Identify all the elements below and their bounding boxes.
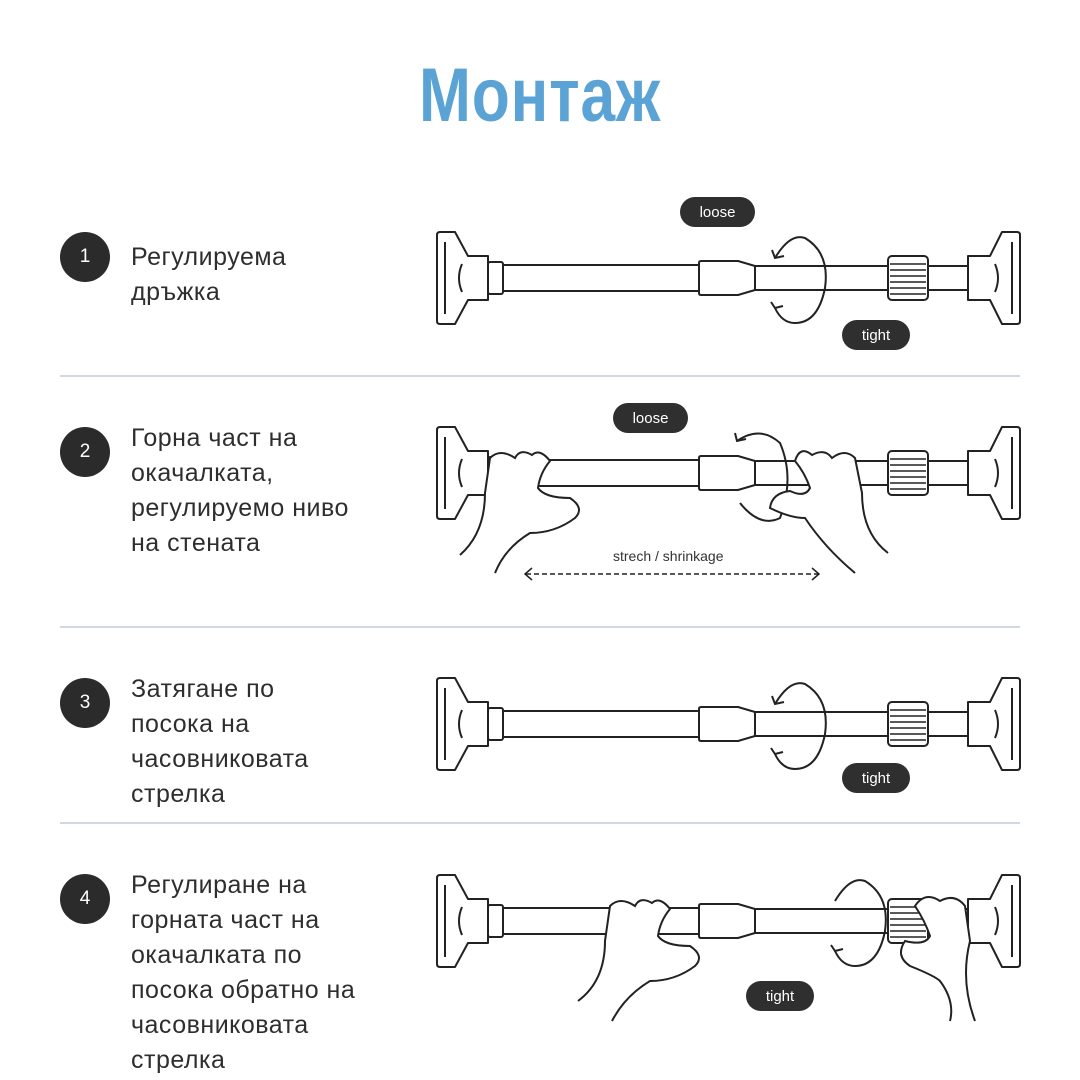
rod-step-2 xyxy=(436,426,1021,581)
label-tight: tight xyxy=(746,981,814,1011)
label-tight: tight xyxy=(842,320,910,350)
rod-step-4 xyxy=(436,874,1021,1022)
divider xyxy=(60,375,1020,377)
page-title: Монтаж xyxy=(419,53,661,138)
step-number-1: 1 xyxy=(60,232,110,282)
label-loose: loose xyxy=(613,403,688,433)
right-hand-icon xyxy=(768,450,889,574)
step-text-4: Регулиране на горната част на окачалката… xyxy=(131,871,356,1074)
right-hand-icon xyxy=(900,896,976,1022)
step-text-3: Затягане по посока на часовниковата стре… xyxy=(131,675,309,808)
step-number-2: 2 xyxy=(60,427,110,477)
step-number-3: 3 xyxy=(60,678,110,728)
left-hand-icon xyxy=(577,899,700,1022)
rod-step-3 xyxy=(436,677,1021,771)
step-text-1: Регулируема дръжка xyxy=(131,243,287,306)
stretch-caption: strech / shrinkage xyxy=(613,548,724,564)
label-loose: loose xyxy=(680,197,755,227)
step-text-2: Горна част на окачалката, регулируемо ни… xyxy=(131,424,349,557)
label-tight: tight xyxy=(842,763,910,793)
left-hand-icon xyxy=(459,451,580,574)
divider xyxy=(60,822,1020,824)
step-number-4: 4 xyxy=(60,874,110,924)
divider xyxy=(60,626,1020,628)
rod-step-1 xyxy=(436,231,1021,325)
